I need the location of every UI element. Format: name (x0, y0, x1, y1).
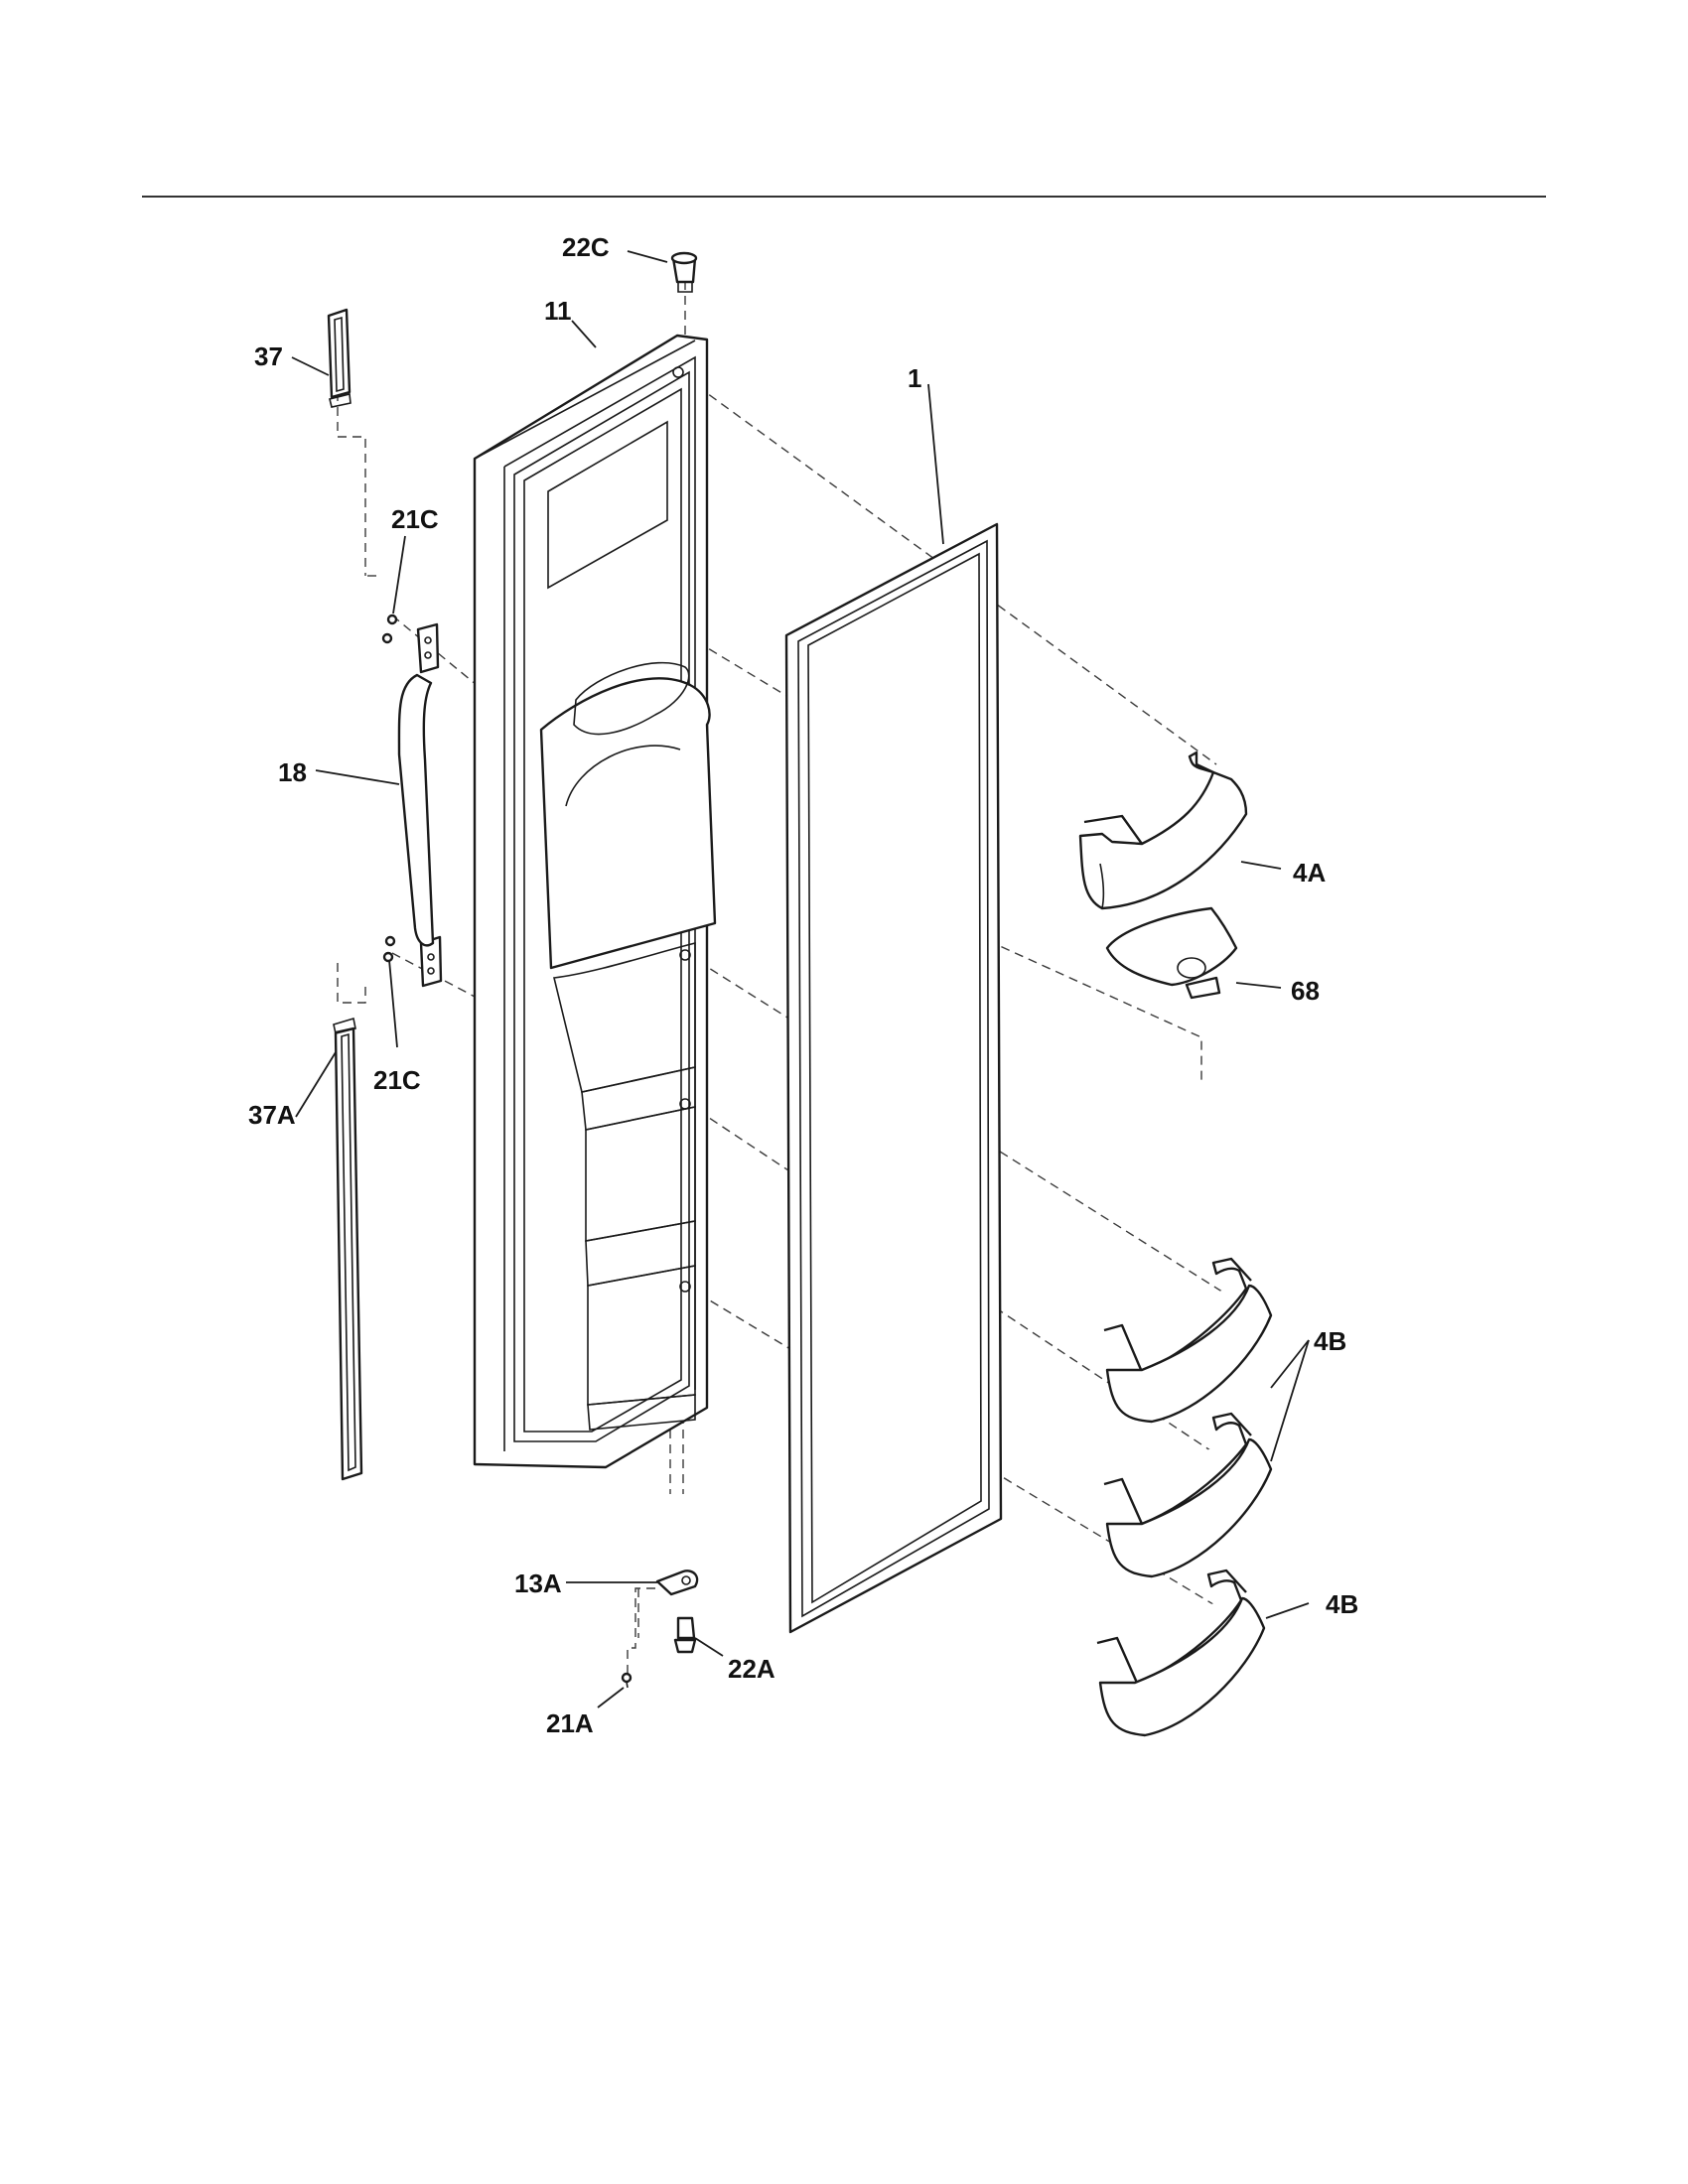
callout-11: 11 (544, 296, 572, 326)
callout-37: 37 (254, 341, 283, 371)
part-37-trim (327, 308, 352, 408)
callout-18: 18 (278, 757, 307, 787)
callout-labels: 22C 11 37 21C 1 18 4A 68 21C 37A 4B 13A … (248, 232, 1358, 1738)
part-37a-trim (333, 1017, 363, 1481)
part-11-door (473, 334, 717, 1469)
part-4b-bin-3 (1096, 1569, 1266, 1737)
part-4b-bin-1 (1103, 1257, 1273, 1424)
part-22c-bushing (670, 251, 698, 293)
part-22a-bushing (673, 1616, 697, 1654)
callout-21A: 21A (546, 1708, 594, 1738)
part-4a-bin (1078, 751, 1248, 910)
leader-lines (291, 250, 1310, 1708)
screws-21c-bottom (382, 935, 396, 963)
part-68-cup (1105, 906, 1238, 1000)
callout-68: 68 (1291, 976, 1320, 1006)
callout-4B-upper: 4B (1314, 1326, 1346, 1356)
part-1-gasket (784, 522, 1003, 1634)
part-18-handle (397, 622, 443, 988)
callout-4B-lower: 4B (1326, 1589, 1358, 1619)
screws-21c-top (381, 614, 398, 644)
callout-22A: 22A (728, 1654, 775, 1684)
callout-1: 1 (908, 363, 921, 393)
callout-37A: 37A (248, 1100, 296, 1130)
part-21a-screw (621, 1672, 633, 1689)
callout-4A: 4A (1293, 858, 1326, 887)
callout-22C: 22C (562, 232, 610, 262)
part-13a-hinge (655, 1570, 699, 1596)
callout-13A: 13A (514, 1569, 562, 1598)
callout-21C-bottom: 21C (373, 1065, 421, 1095)
callout-21C-top: 21C (391, 504, 439, 534)
part-4b-bin-2 (1103, 1412, 1273, 1578)
